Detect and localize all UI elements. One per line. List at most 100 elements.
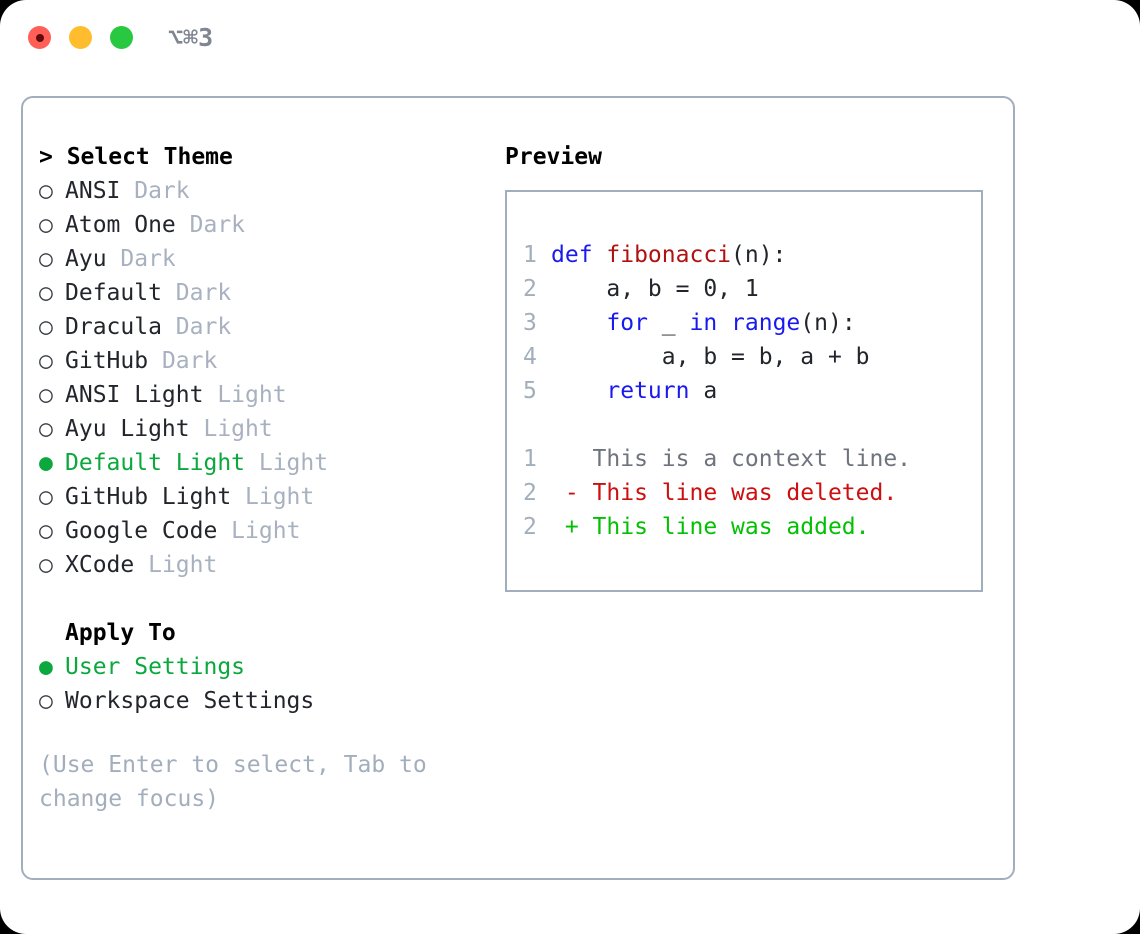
maximize-icon[interactable] <box>110 26 133 49</box>
diff-sign <box>551 446 593 472</box>
theme-category-label: Light <box>203 382 287 408</box>
code-token-plain <box>717 310 731 336</box>
theme-name-label: Ayu Light <box>65 416 190 442</box>
diff-sign: - <box>551 480 593 506</box>
apply-option-user-settings[interactable]: ● User Settings <box>39 650 489 684</box>
apply-option-label: Workspace Settings <box>65 688 315 714</box>
theme-option-xcode[interactable]: ○ XCode Light <box>39 548 489 582</box>
diff-lines: 1 This is a context line.2 - This line w… <box>523 442 973 544</box>
diff-sign: + <box>551 514 593 540</box>
minimize-icon[interactable] <box>69 26 92 49</box>
code-line: 4 a, b = b, a + b <box>523 340 973 374</box>
select-theme-header: > Select Theme <box>39 144 233 170</box>
code-token-plain: a <box>689 378 718 404</box>
theme-category-label: Light <box>245 450 329 476</box>
apply-option-label: User Settings <box>65 654 246 680</box>
traffic-lights <box>28 26 133 49</box>
radio-unselected-icon: ○ <box>39 484 53 510</box>
code-token-plain <box>551 378 606 404</box>
code-token-plain: (n): <box>731 242 787 268</box>
theme-option-dracula[interactable]: ○ Dracula Dark <box>39 310 489 344</box>
line-number: 1 <box>523 446 537 472</box>
apply-to-list: ● User Settings ○Workspace Settings <box>39 650 489 718</box>
line-number: 4 <box>523 344 537 370</box>
code-token-plain <box>551 310 606 336</box>
theme-category-label: Light <box>217 518 301 544</box>
line-number: 5 <box>523 378 537 404</box>
theme-category-label: Dark <box>148 348 218 374</box>
theme-name-label: Google Code <box>65 518 218 544</box>
theme-category-label: Light <box>189 416 273 442</box>
close-icon[interactable] <box>28 26 51 49</box>
theme-category-label: Dark <box>120 178 190 204</box>
code-token-fn: fibonacci <box>606 242 732 268</box>
theme-list-column: > Select Theme ○ANSI Dark○Atom One Dark○… <box>39 140 489 816</box>
theme-category-label: Dark <box>175 212 246 238</box>
diff-line-add: 2 + This line was added. <box>523 510 973 544</box>
theme-name-label: GitHub <box>65 348 149 374</box>
theme-category-label: Light <box>231 484 315 510</box>
theme-name-label: GitHub Light <box>65 484 232 510</box>
theme-name-label: Atom One <box>65 212 176 238</box>
theme-option-google-code[interactable]: ○Google Code Light <box>39 514 489 548</box>
code-diff-gap <box>523 408 973 442</box>
radio-selected-icon: ● <box>39 450 53 476</box>
code-token-plain: a, b = b, a + b <box>551 344 870 370</box>
diff-text: This line was deleted. <box>592 480 898 506</box>
preview-title: Preview <box>505 144 602 170</box>
theme-option-ayu-light[interactable]: ○Ayu Light Light <box>39 412 489 446</box>
theme-name-label: ANSI <box>65 178 121 204</box>
apply-to-header: Apply To <box>65 620 176 646</box>
radio-unselected-icon: ○ <box>39 280 53 306</box>
line-number: 1 <box>523 242 537 268</box>
code-line: 2 a, b = 0, 1 <box>523 272 973 306</box>
title-bar: ⌥⌘3 <box>0 0 1140 78</box>
line-number: 2 <box>523 480 537 506</box>
theme-category-label: Dark <box>161 314 232 340</box>
code-token-kw: for <box>606 310 648 336</box>
keyboard-hint-text: (Use Enter to select, Tab to change focu… <box>39 752 441 812</box>
theme-name-label: Default <box>65 280 162 306</box>
keyboard-shortcut-label: ⌥⌘3 <box>168 23 214 52</box>
code-line: 5 return a <box>523 374 973 408</box>
code-token-plain: _ <box>647 310 690 336</box>
theme-name-label: Default Light <box>65 450 246 476</box>
line-number: 3 <box>523 310 537 336</box>
code-token-kw: def <box>551 242 607 268</box>
theme-name-label: XCode <box>65 552 135 578</box>
line-number: 2 <box>523 514 537 540</box>
radio-unselected-icon: ○ <box>39 212 53 238</box>
theme-category-label: Light <box>134 552 218 578</box>
line-number: 2 <box>523 276 537 302</box>
radio-selected-icon: ● <box>39 654 53 680</box>
theme-option-default[interactable]: ○Default Dark <box>39 276 489 310</box>
theme-option-atom-one[interactable]: ○ Atom One Dark <box>39 208 489 242</box>
theme-option-github[interactable]: ○ GitHub Dark <box>39 344 489 378</box>
code-line: 3 for _ in range(n): <box>523 306 973 340</box>
theme-name-label: Dracula <box>65 314 162 340</box>
radio-unselected-icon: ○ <box>39 552 53 578</box>
radio-unselected-icon: ○ <box>39 348 53 374</box>
radio-unselected-icon: ○ <box>39 314 53 340</box>
code-token-plain: (n): <box>800 310 856 336</box>
theme-name-label: Ayu <box>65 246 107 272</box>
list-spacer <box>39 582 489 616</box>
theme-option-ayu[interactable]: ○Ayu Dark <box>39 242 489 276</box>
code-token-kw: range <box>731 310 801 336</box>
theme-option-ansi[interactable]: ○ ANSI Dark <box>39 174 489 208</box>
theme-option-default-light[interactable]: ● Default Light Light <box>39 446 489 480</box>
apply-option-workspace-settings[interactable]: ○Workspace Settings <box>39 684 489 718</box>
theme-option-github-light[interactable]: ○ GitHub Light Light <box>39 480 489 514</box>
theme-list: ○ANSI Dark○Atom One Dark○Ayu Dark○Defaul… <box>39 174 489 582</box>
radio-unselected-icon: ○ <box>39 178 53 204</box>
diff-line-del: 2 - This line was deleted. <box>523 476 973 510</box>
theme-option-ansi-light[interactable]: ○ANSI Light Light <box>39 378 489 412</box>
code-token-kw: return <box>606 378 690 404</box>
theme-name-label: ANSI Light <box>65 382 204 408</box>
theme-category-label: Dark <box>106 246 176 272</box>
